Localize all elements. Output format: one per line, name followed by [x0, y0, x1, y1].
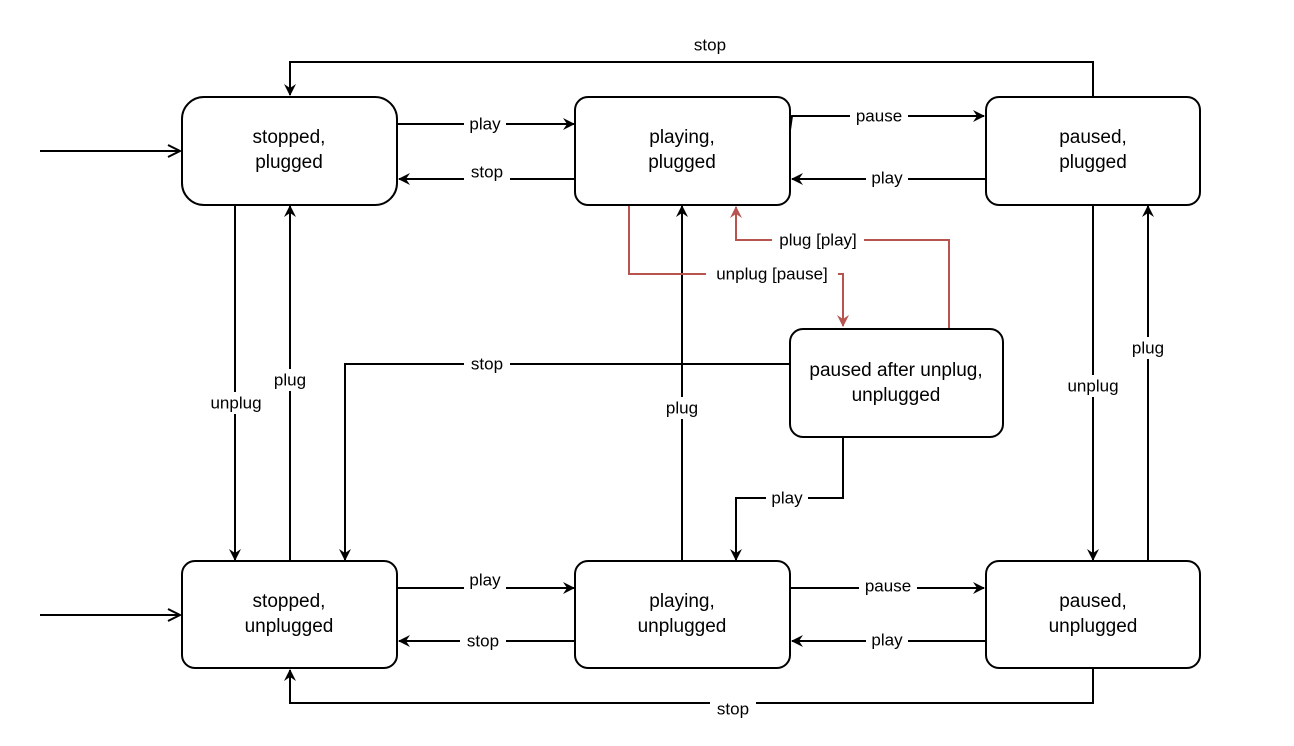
state-playing-plugged: playing, plugged: [574, 96, 791, 206]
svg-text:unplugged: unplugged: [245, 616, 334, 637]
svg-text:stop: stop: [467, 632, 499, 651]
state-paused-after-unplug: paused after unplug, unplugged: [789, 328, 1004, 438]
state-paused-unplugged: paused, unplugged: [985, 560, 1201, 669]
svg-text:playing,: playing,: [649, 127, 715, 148]
edge-label: stop: [710, 699, 756, 719]
edge-top-stop: [284, 61, 1094, 97]
svg-text:paused after unplug,: paused after unplug,: [809, 360, 982, 381]
edge-pau-su-stop: [339, 363, 790, 561]
edge-label: pause: [850, 106, 908, 126]
svg-text:unplug: unplug: [1067, 377, 1118, 396]
svg-text:play: play: [469, 571, 501, 590]
state-paused-plugged: paused, plugged: [985, 96, 1201, 206]
edge-bottom-stop: [284, 668, 1094, 704]
edge-label: play: [464, 114, 506, 134]
svg-text:plugged: plugged: [1059, 152, 1127, 173]
svg-text:stopped,: stopped,: [253, 127, 326, 148]
svg-text:plugged: plugged: [648, 152, 716, 173]
svg-text:play: play: [871, 631, 903, 650]
svg-text:unplugged: unplugged: [638, 616, 727, 637]
svg-text:unplugged: unplugged: [1049, 616, 1138, 637]
edge-label: play: [464, 570, 506, 590]
svg-text:unplug [pause]: unplug [pause]: [716, 265, 828, 284]
svg-text:pause: pause: [856, 107, 902, 126]
svg-text:play: play: [871, 169, 903, 188]
edge-label: unplug: [1060, 375, 1126, 397]
svg-text:plug: plug: [274, 371, 306, 390]
svg-text:stopped,: stopped,: [253, 591, 326, 612]
svg-text:plug: plug: [666, 399, 698, 418]
edge-label: plug: [1125, 337, 1171, 359]
edge-label: plug: [267, 369, 313, 391]
edge-label: pause: [859, 576, 917, 596]
svg-text:play: play: [469, 115, 501, 134]
svg-text:playing,: playing,: [649, 591, 715, 612]
edge-label: unplug [pause]: [706, 264, 838, 284]
state-playing-unplugged: playing, unplugged: [574, 560, 791, 669]
edge-label: stop: [464, 354, 510, 374]
svg-text:stop: stop: [471, 355, 503, 374]
svg-text:play: play: [771, 489, 803, 508]
svg-text:stop: stop: [694, 36, 726, 55]
svg-text:plug [play]: plug [play]: [779, 231, 857, 250]
edge-label: play: [866, 168, 908, 188]
svg-text:pause: pause: [865, 577, 911, 596]
svg-text:plugged: plugged: [255, 152, 323, 173]
svg-text:plug: plug: [1132, 339, 1164, 358]
edge-label: unplug: [203, 392, 269, 414]
svg-text:stop: stop: [471, 163, 503, 182]
edge-label: plug: [659, 397, 705, 419]
state-stopped-unplugged: stopped, unplugged: [181, 560, 398, 669]
svg-text:paused,: paused,: [1059, 127, 1127, 148]
state-stopped-plugged: stopped, plugged: [181, 96, 398, 206]
edge-label: stop: [464, 162, 510, 182]
edge-label: play: [766, 488, 808, 508]
svg-text:stop: stop: [717, 700, 749, 719]
svg-text:paused,: paused,: [1059, 591, 1127, 612]
edge-label: stop: [686, 35, 734, 55]
edge-label: plug [play]: [772, 230, 864, 250]
edge-label: play: [866, 630, 908, 650]
edge-label: stop: [460, 631, 506, 651]
svg-text:unplugged: unplugged: [852, 385, 941, 406]
svg-text:unplug: unplug: [210, 394, 261, 413]
